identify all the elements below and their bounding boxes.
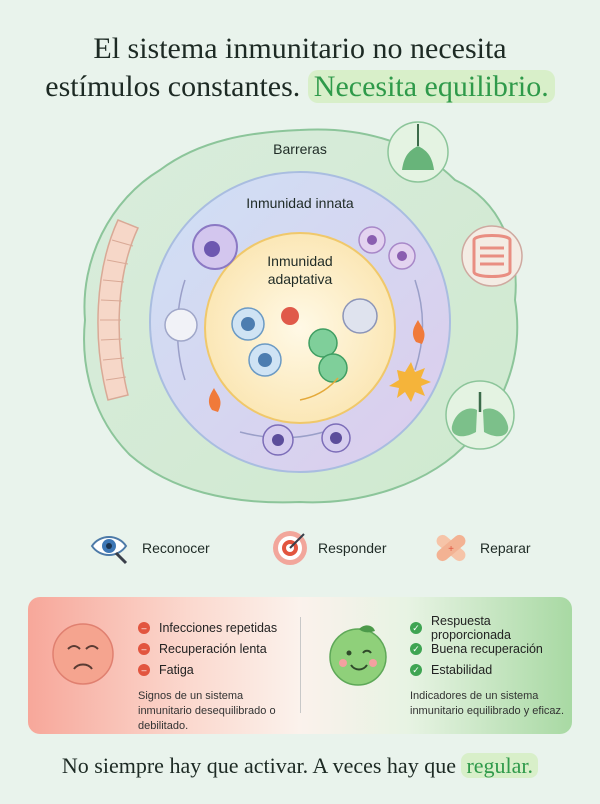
legend-label-recognize: Reconocer xyxy=(142,540,210,556)
eye-magnifier-icon xyxy=(90,536,128,565)
title-line-2-plain: estímulos constantes. xyxy=(45,70,301,103)
list-item: ✓Estabilidad xyxy=(410,659,572,680)
adaptive-layer xyxy=(204,232,396,424)
innate-cells xyxy=(164,224,431,456)
legend-label-respond: Responder xyxy=(318,540,387,556)
epithelium-band xyxy=(97,219,140,401)
minus-icon: – xyxy=(138,642,150,655)
list-item: ✓Buena recuperación xyxy=(410,638,572,659)
label-adaptive-1: Inmunidad xyxy=(267,253,332,269)
target-icon xyxy=(273,531,307,565)
footer-highlight: regular. xyxy=(461,753,539,778)
positive-signs-list: ✓Respuesta proporcionada ✓Buena recupera… xyxy=(410,614,572,680)
check-icon: ✓ xyxy=(410,621,422,634)
legend-label-repair: Reparar xyxy=(480,540,531,556)
minus-icon: – xyxy=(138,621,150,634)
list-item: –Recuperación lenta xyxy=(138,638,277,659)
dendritic-cell-center xyxy=(342,298,378,334)
sad-face-icon xyxy=(52,623,114,685)
label-barreras: Barreras xyxy=(273,141,327,157)
flame-icon-2 xyxy=(412,320,425,344)
flame-icon-1 xyxy=(208,388,221,412)
dendritic-cell-left xyxy=(164,308,198,342)
label-adaptive-2: adaptativa xyxy=(268,271,333,287)
check-icon: ✓ xyxy=(410,663,422,676)
footer-plain: No siempre hay que activar. A veces hay … xyxy=(61,753,456,778)
negative-caption: Signos de un sistema inmunitario desequi… xyxy=(138,690,276,732)
happy-apple-face-icon xyxy=(329,625,387,686)
list-item: –Infecciones repetidas xyxy=(138,617,277,638)
bandage-icon: + xyxy=(436,534,466,562)
title-line-2: estímulos constantes. Necesita equilibri… xyxy=(0,68,600,106)
adaptive-cells xyxy=(231,298,378,401)
positive-caption: Indicadores de un sistema inmunitario eq… xyxy=(410,690,565,717)
legend-respond: Responder xyxy=(270,528,387,568)
negative-signs-list: –Infecciones repetidas –Recuperación len… xyxy=(138,617,277,680)
immune-layers-diagram: Barreras Inmunidad innata Inmunidad adap… xyxy=(83,121,523,504)
legend-recognize: Reconocer xyxy=(90,528,210,568)
minus-icon: – xyxy=(138,663,150,676)
title-highlight: Necesita equilibrio. xyxy=(307,70,555,103)
title-line-1: El sistema inmunitario no necesita xyxy=(93,32,507,65)
panel-divider xyxy=(300,617,301,713)
cycle-arrow-inner xyxy=(299,377,339,401)
check-icon: ✓ xyxy=(410,642,422,655)
footer-message: No siempre hay que activar. A veces hay … xyxy=(0,753,600,779)
legend-repair: + Reparar xyxy=(430,528,531,568)
list-item: ✓Respuesta proporcionada xyxy=(410,614,572,642)
page-title: El sistema inmunitario no necesita estím… xyxy=(0,30,600,106)
epithelium-cells xyxy=(100,239,134,381)
hair-follicle-icon xyxy=(387,121,449,183)
balance-comparison-panel: –Infecciones repetidas –Recuperación len… xyxy=(28,597,572,734)
label-innate: Inmunidad innata xyxy=(246,195,354,211)
svg-text:+: + xyxy=(448,544,454,555)
spiky-cell xyxy=(389,362,431,402)
t-cell-1 xyxy=(308,328,338,358)
intestine-icon xyxy=(461,225,523,287)
t-cell-2 xyxy=(318,353,348,383)
process-legend: Reconocer Responder + Reparar xyxy=(0,528,600,574)
virus-icon xyxy=(281,307,299,325)
lungs-icon xyxy=(445,380,515,450)
list-item: –Fatiga xyxy=(138,659,277,680)
